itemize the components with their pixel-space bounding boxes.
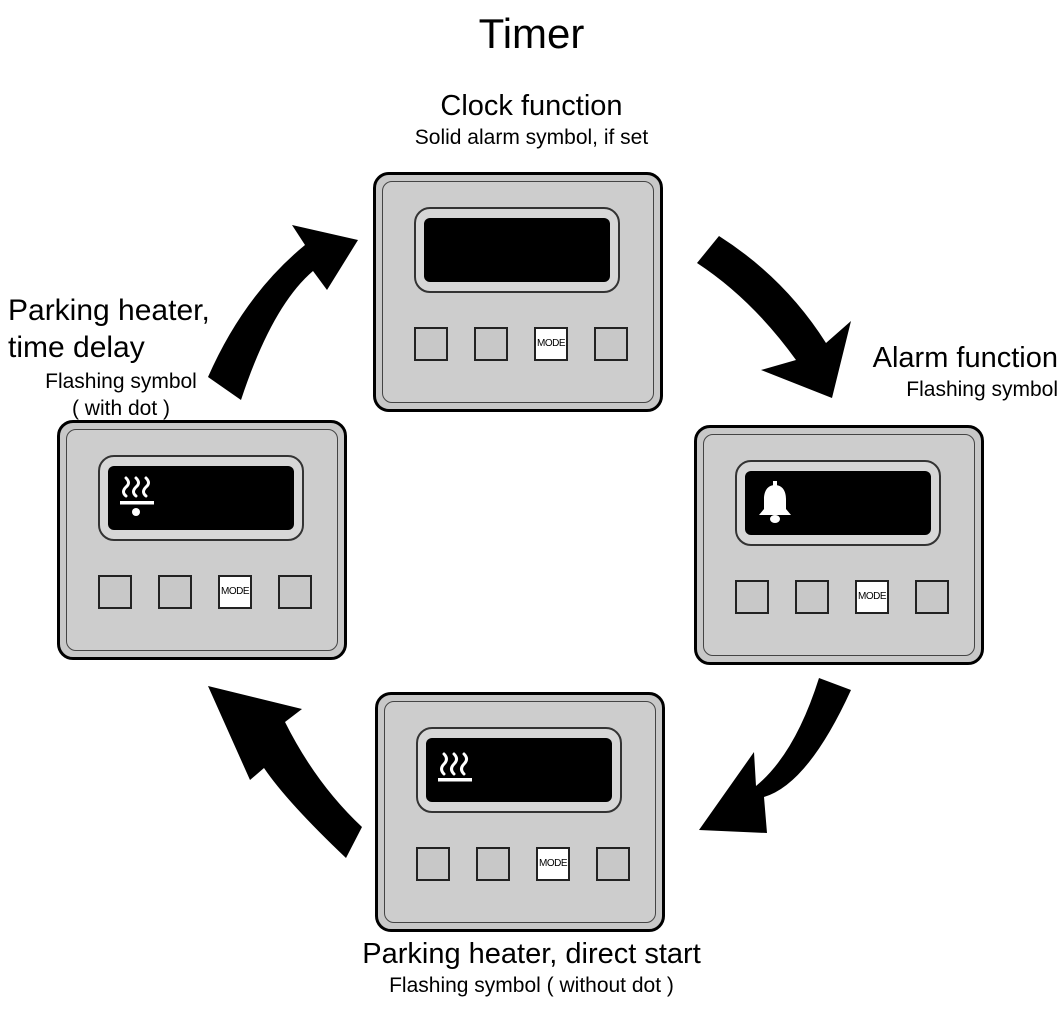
bell-icon: [759, 481, 791, 523]
time-delay-sublabel-group: Flashing symbol ( with dot ): [30, 368, 212, 422]
mode-button[interactable]: MODE: [536, 847, 570, 881]
button-2[interactable]: [795, 580, 829, 614]
clock-function-sublabel: Solid alarm symbol, if set: [414, 126, 649, 149]
direct-start-sublabel: Flashing symbol ( without dot ): [389, 974, 674, 997]
mode-button-label: MODE: [858, 591, 887, 602]
button-1[interactable]: [98, 575, 132, 609]
button-1[interactable]: [735, 580, 769, 614]
timer-panel-time-delay: MODE: [57, 420, 347, 660]
alarm-function-sublabel: Flashing symbol: [906, 378, 1058, 401]
diagram-title: Timer: [478, 10, 585, 57]
alarm-function-label-group: Alarm function Flashing symbol: [838, 340, 1058, 403]
arrow-alarm-to-direct: [699, 678, 851, 833]
timer-panel-alarm: MODE: [694, 425, 984, 665]
mode-button-label: MODE: [539, 858, 568, 869]
time-delay-label-line2: time delay: [8, 331, 145, 364]
display-screen: [424, 218, 610, 282]
timer-panel-direct-start: MODE: [375, 692, 665, 932]
button-1[interactable]: [416, 847, 450, 881]
mode-button[interactable]: MODE: [855, 580, 889, 614]
button-2[interactable]: [476, 847, 510, 881]
arrow-delay-to-clock: [208, 225, 358, 400]
timer-panel-clock: MODE: [373, 172, 663, 412]
time-delay-label-group: Parking heater, time delay: [8, 292, 210, 366]
clock-function-label: Clock function: [440, 90, 623, 122]
time-delay-sublabel-line2: ( with dot ): [71, 397, 171, 420]
alarm-function-label: Alarm function: [872, 342, 1058, 374]
direct-start-label: Parking heater, direct start: [362, 938, 701, 970]
time-delay-sublabel-line1: Flashing symbol: [45, 370, 197, 393]
arrow-direct-to-delay: [208, 686, 362, 858]
button-4[interactable]: [278, 575, 312, 609]
time-delay-label-line1: Parking heater,: [8, 294, 210, 327]
mode-button[interactable]: MODE: [218, 575, 252, 609]
mode-button-label: MODE: [537, 338, 566, 349]
button-2[interactable]: [474, 327, 508, 361]
clock-function-label-group: Clock function Solid alarm symbol, if se…: [0, 88, 1063, 151]
heater-icon: [438, 752, 472, 782]
button-4[interactable]: [596, 847, 630, 881]
button-2[interactable]: [158, 575, 192, 609]
button-4[interactable]: [915, 580, 949, 614]
display-screen: [426, 738, 612, 802]
button-1[interactable]: [414, 327, 448, 361]
button-4[interactable]: [594, 327, 628, 361]
display-screen: [745, 471, 931, 535]
direct-start-label-group: Parking heater, direct start Flashing sy…: [0, 936, 1063, 999]
display-screen: [108, 466, 294, 530]
mode-button[interactable]: MODE: [534, 327, 568, 361]
heater-with-dot-icon: [120, 476, 154, 516]
arrow-clock-to-alarm: [697, 236, 851, 398]
mode-button-label: MODE: [221, 586, 250, 597]
